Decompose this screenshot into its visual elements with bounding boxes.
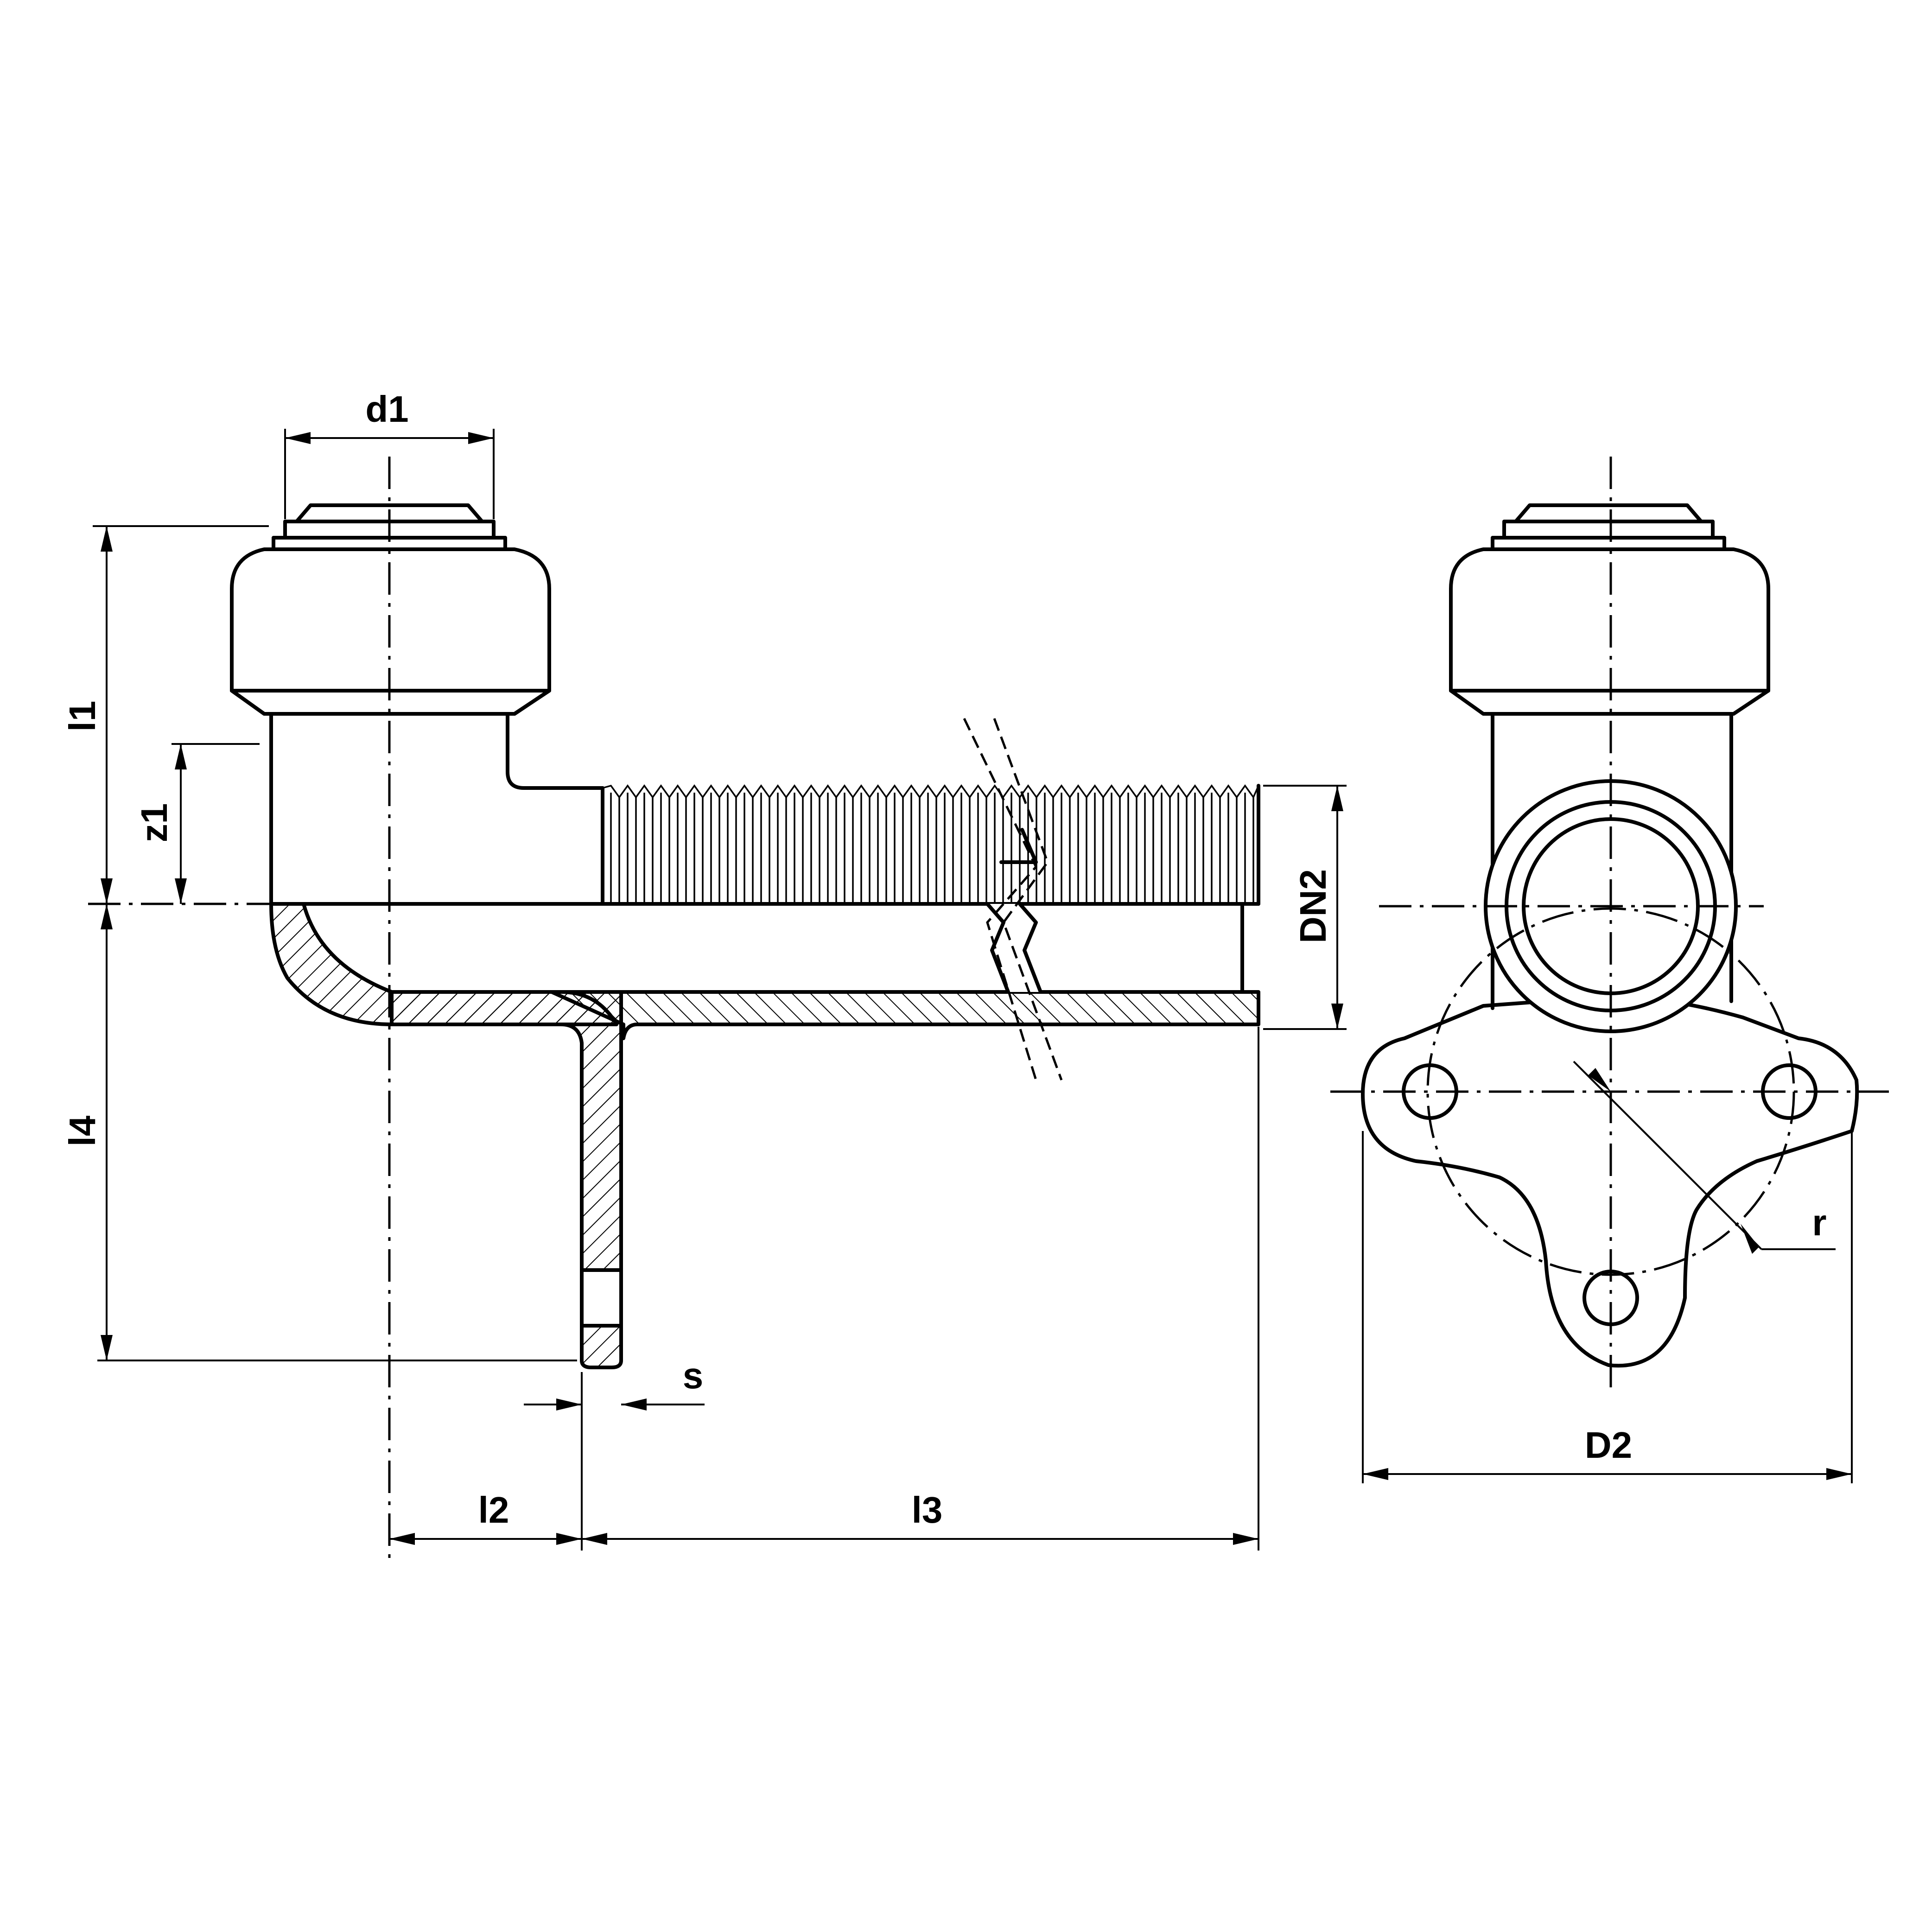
label-l4: l4 (62, 1115, 103, 1146)
front-view: r D2 (1330, 457, 1889, 1483)
dim-d1: d1 (284, 388, 495, 519)
label-l3: l3 (912, 1489, 943, 1531)
mounting-plate-section (390, 990, 623, 1369)
dim-DN2: DN2 (1263, 785, 1347, 1030)
male-thread (601, 784, 1260, 906)
label-l2: l2 (478, 1489, 509, 1531)
label-d1: d1 (365, 388, 408, 430)
dim-l2-l3: l2 l3 (389, 1027, 1259, 1551)
label-l1: l1 (62, 701, 103, 732)
label-D2: D2 (1585, 1424, 1632, 1466)
pipe-wall-section (550, 990, 1260, 1040)
label-z1: z1 (133, 803, 175, 843)
label-DN2: DN2 (1292, 869, 1334, 943)
dim-r: r (1573, 1061, 1836, 1254)
break-marks (963, 718, 1063, 1080)
label-s: s (683, 1355, 704, 1396)
label-r: r (1812, 1202, 1826, 1243)
wall-plate (1361, 995, 1859, 1368)
dim-l4: l4 (62, 904, 577, 1361)
dim-z1: z1 (133, 743, 260, 904)
elbow-body (269, 712, 604, 906)
dim-D2: D2 (1362, 1131, 1853, 1483)
side-view: d1 l1 z1 l4 (62, 388, 1347, 1562)
dim-s: s (524, 1355, 705, 1411)
plate-hole (580, 1268, 623, 1328)
dim-l1: l1 (62, 525, 269, 904)
